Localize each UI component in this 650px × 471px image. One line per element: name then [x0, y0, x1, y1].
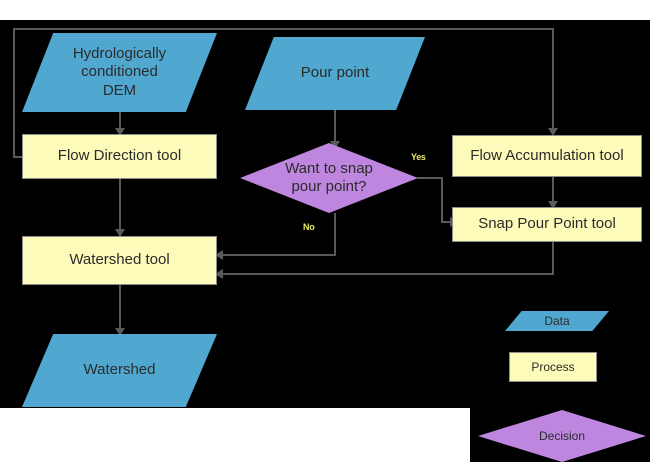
node-hydrologically-conditioned-dem[interactable]: Hydrologically conditioned DEM	[22, 33, 217, 112]
arrowhead-flowdirection	[115, 128, 125, 136]
arrowhead-watershed-output	[115, 328, 125, 336]
node-flow-accumulation-tool[interactable]: Flow Accumulation tool	[452, 135, 642, 177]
connector-dem-to-flowdirection	[119, 112, 121, 130]
legend-item-data: Data	[505, 311, 609, 331]
connector-pourpoint-to-decision	[334, 110, 336, 145]
connector-no-horizontal	[222, 254, 336, 256]
node-watershed-tool[interactable]: Watershed tool	[22, 236, 217, 285]
connector-yes-horizontal	[417, 177, 443, 179]
arrowhead-to-flowaccumulation	[548, 128, 558, 136]
connector-dem-top-rail	[13, 28, 554, 30]
legend-item-process: Process	[509, 352, 597, 382]
arrowhead-watershedtool-no	[215, 250, 223, 260]
node-watershed-output[interactable]: Watershed	[22, 334, 217, 407]
connector-flowaccumulation-to-snap	[552, 177, 554, 205]
connector-snap-vertical	[552, 242, 554, 274]
branch-label-yes: Yes	[411, 152, 426, 162]
connector-rail-to-flowaccumulation	[552, 28, 554, 130]
connector-dem-left-vertical	[13, 28, 15, 158]
arrowhead-watershedtool-snap	[215, 269, 223, 279]
connector-snap-horizontal	[222, 273, 554, 275]
connector-yes-vertical	[441, 177, 443, 222]
node-pour-point[interactable]: Pour point	[245, 37, 425, 110]
node-flow-direction-tool[interactable]: Flow Direction tool	[22, 134, 217, 179]
arrowhead-decision	[330, 141, 340, 149]
connector-no-vertical	[334, 213, 336, 255]
node-snap-pour-point-tool[interactable]: Snap Pour Point tool	[452, 207, 642, 242]
branch-label-no: No	[303, 222, 315, 232]
arrowhead-snap-top	[548, 201, 558, 209]
connector-flowdirection-to-watershedtool	[119, 179, 121, 231]
connector-watershedtool-to-watershed	[119, 285, 121, 330]
connector-yes-into-snap	[441, 221, 453, 223]
arrowhead-watershedtool-top	[115, 229, 125, 237]
